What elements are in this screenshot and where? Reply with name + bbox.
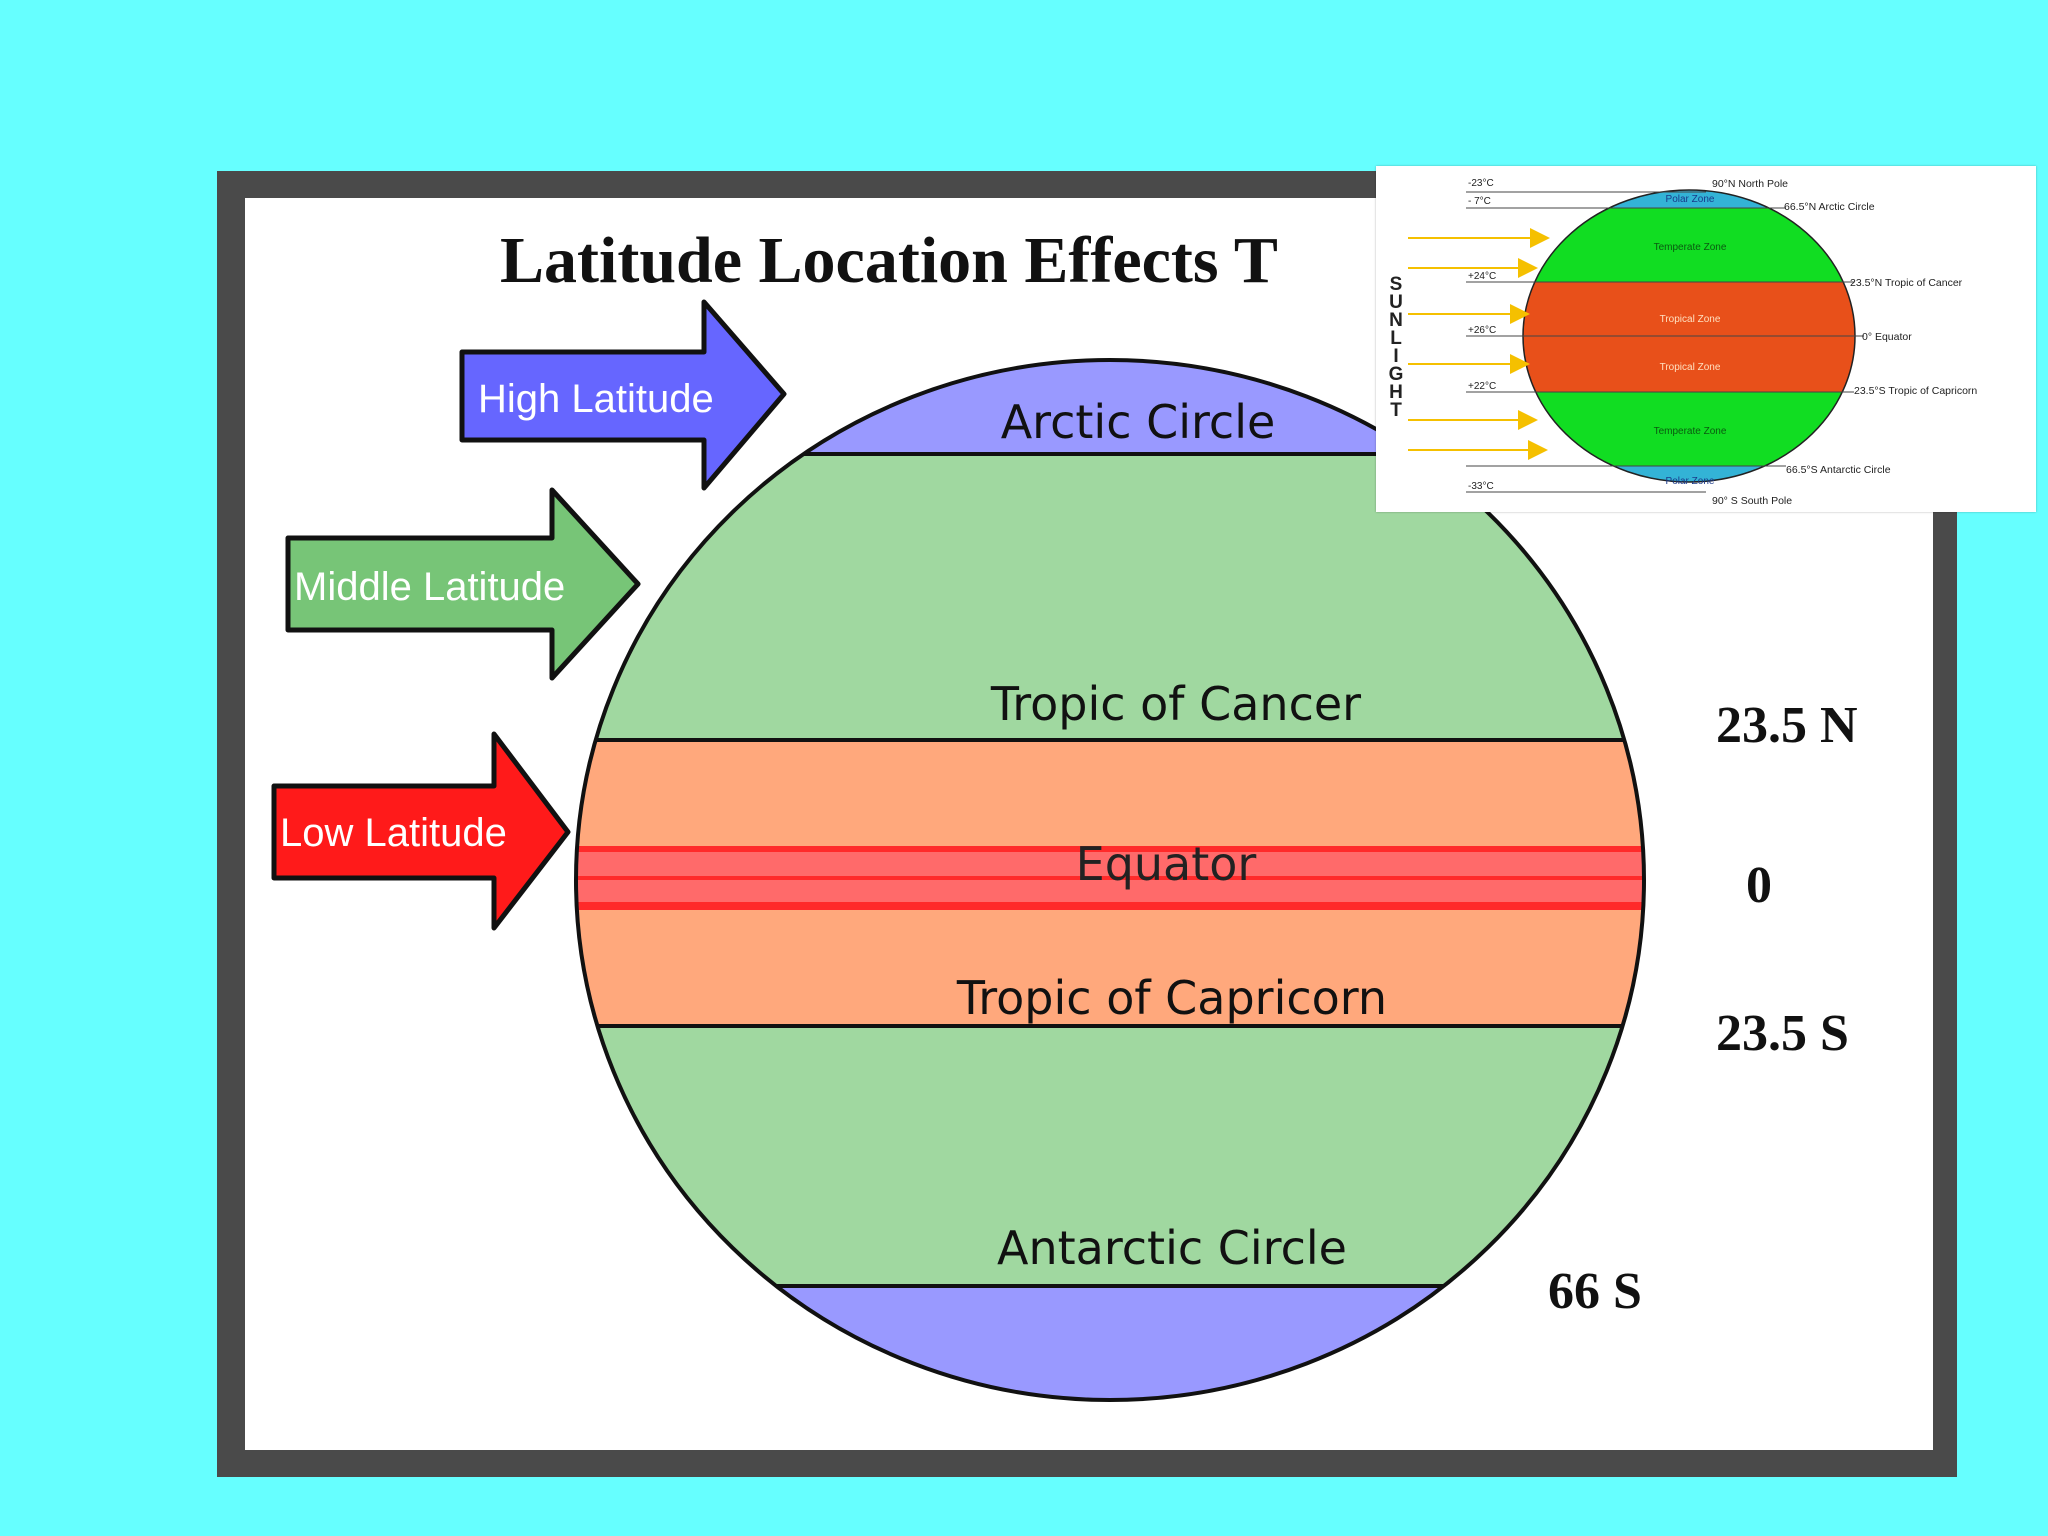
high-latitude-label: High Latitude <box>478 377 714 421</box>
middle-latitude-arrow: Middle Latitude <box>285 487 641 681</box>
equator-line-bottom <box>576 902 1644 910</box>
climate-zones-inset-diagram: SUNLIGHT -23°C - 7°C +24°C +26°C +22°C -… <box>1386 178 1978 507</box>
inset-north-pole-label: 90°N North Pole <box>1712 178 1788 190</box>
inset-temp-4: +26°C <box>1468 325 1496 336</box>
inset-temp-6: -33°C <box>1468 481 1494 492</box>
inset-sunlight-arrows <box>1408 228 1550 460</box>
high-latitude-arrow: High Latitude <box>459 299 787 491</box>
inset-cancer-label: 23.5°N Tropic of Cancer <box>1850 277 1963 289</box>
latitude-66-south: 66 S <box>1548 1263 1642 1320</box>
inset-zone-tropical-south: Tropical Zone <box>1660 362 1721 373</box>
equator-line-mid <box>576 876 1644 880</box>
inset-temp-5: +22°C <box>1468 381 1496 392</box>
climate-zones-inset: SUNLIGHT -23°C - 7°C +24°C +26°C +22°C -… <box>1376 166 2036 512</box>
arctic-circle-label: Arctic Circle <box>1001 395 1276 449</box>
tropic-of-capricorn-label: Tropic of Capricorn <box>956 971 1387 1025</box>
antarctic-circle-label: Antarctic Circle <box>997 1221 1347 1275</box>
inset-zone-polar-north: Polar Zone <box>1666 194 1715 205</box>
inset-globe <box>1523 190 1855 482</box>
latitude-0: 0 <box>1746 857 1772 914</box>
inset-temp-1: -23°C <box>1468 178 1494 189</box>
middle-latitude-label: Middle Latitude <box>294 565 565 609</box>
diagram-title: Latitude Location Effects T <box>500 224 1278 297</box>
latitude-23-5-north: 23.5 N <box>1716 697 1858 754</box>
polar-zone-south <box>576 1286 1644 1400</box>
globe-outline <box>574 358 1646 1402</box>
inset-equator-label: 0° Equator <box>1862 331 1912 343</box>
inset-zone-tropical-north: Tropical Zone <box>1660 314 1721 325</box>
temperate-zone-south <box>576 1026 1644 1286</box>
inset-south-pole-label: 90° S South Pole <box>1712 495 1792 507</box>
inset-zone-temperate-north: Temperate Zone <box>1654 242 1727 253</box>
equator-label: Equator <box>1076 837 1257 891</box>
inset-temp-3: +24°C <box>1468 271 1496 282</box>
tropic-of-cancer-label: Tropic of Cancer <box>990 677 1361 731</box>
latitude-23-5-south: 23.5 S <box>1716 1005 1849 1062</box>
low-latitude-label: Low Latitude <box>280 811 507 855</box>
inset-tropical-south <box>1523 336 1855 392</box>
low-latitude-arrow: Low Latitude <box>271 731 571 931</box>
inset-capricorn-label: 23.5°S Tropic of Capricorn <box>1854 385 1977 397</box>
inset-sunlight-label: SUNLIGHT <box>1386 274 1407 418</box>
inset-tropical-north <box>1523 282 1855 336</box>
equator-line-top <box>576 846 1644 852</box>
inset-temp-2: - 7°C <box>1468 196 1491 207</box>
inset-zone-temperate-south: Temperate Zone <box>1654 426 1727 437</box>
inset-arctic-label: 66.5°N Arctic Circle <box>1784 201 1875 213</box>
inset-zone-polar-south: Polar Zone <box>1666 476 1715 487</box>
inset-antarctic-label: 66.5°S Antarctic Circle <box>1786 464 1891 476</box>
